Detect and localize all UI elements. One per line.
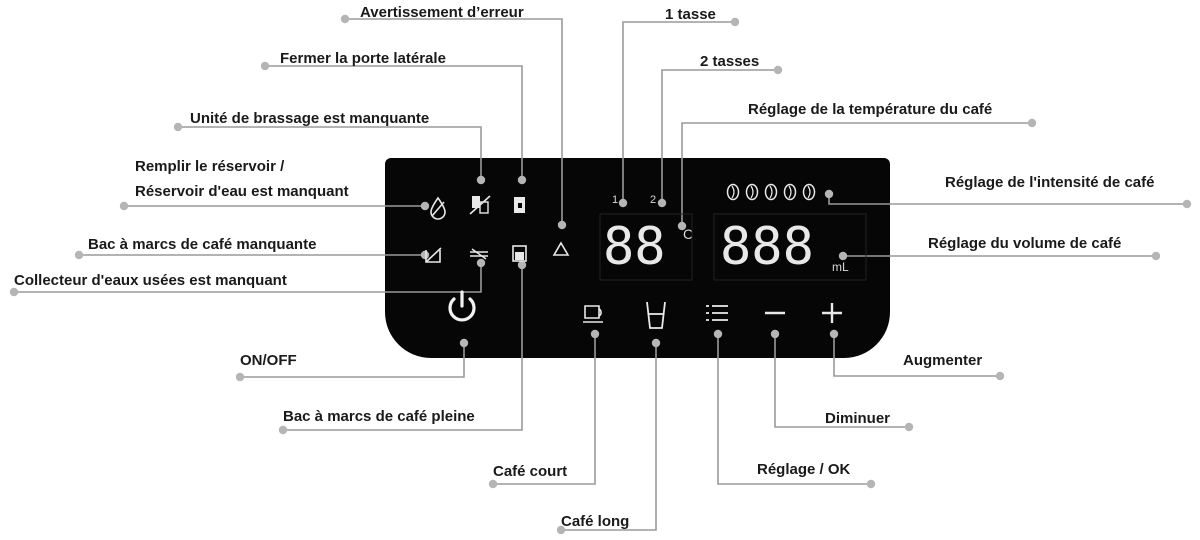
temperature-digits: 88 — [603, 217, 666, 277]
cup2-indicator: 2 — [650, 194, 657, 206]
label-increase: Augmenter — [903, 352, 983, 369]
leader-dot-decrease-end — [770, 329, 780, 339]
volume-digits: 888 — [720, 217, 814, 277]
leader-dot-grounds-tray-full-start — [278, 425, 288, 435]
leader-one-cup — [622, 21, 735, 203]
label-two-cups: 2 tasses — [700, 53, 760, 70]
leader-dot-grounds-tray-missing-end — [420, 250, 430, 260]
label-on-off: ON/OFF — [240, 352, 297, 369]
cup1-indicator: 1 — [612, 194, 619, 206]
volume-unit: mL — [832, 260, 849, 274]
label-decrease: Diminuer — [825, 410, 891, 427]
leader-error-warning — [345, 18, 563, 225]
leader-drip-tray-missing — [14, 263, 482, 293]
temperature-unit: C — [683, 226, 694, 242]
leader-dot-increase-start — [995, 371, 1005, 381]
leader-dot-error-warning-start — [340, 14, 350, 24]
label-error-warning: Avertissement d’erreur — [360, 4, 524, 21]
leader-dot-brew-unit-missing-end — [476, 175, 486, 185]
leader-increase — [833, 334, 1000, 377]
label-fill-tank-2: Réservoir d'eau est manquant — [135, 183, 349, 200]
leader-setting-ok — [717, 334, 871, 485]
leader-dot-error-warning-end — [557, 220, 567, 230]
leader-two-cups — [661, 69, 778, 203]
leader-dot-long-coffee-end — [651, 338, 661, 348]
leader-decrease — [774, 334, 909, 428]
leader-dot-two-cups-end — [657, 198, 667, 208]
label-short-coffee: Café court — [493, 463, 568, 480]
label-long-coffee: Café long — [561, 513, 630, 530]
leader-dot-setting-ok-start — [866, 479, 876, 489]
leader-dot-brew-unit-missing-start — [173, 122, 183, 132]
label-grounds-tray-full: Bac à marcs de café pleine — [283, 408, 475, 425]
label-setting-ok: Réglage / OK — [757, 461, 851, 478]
leader-grounds-tray-full — [283, 265, 523, 431]
leader-dot-on-off-end — [459, 338, 469, 348]
leader-dot-grounds-tray-missing-start — [74, 250, 84, 260]
label-intensity-setting: Réglage de l'intensité de café — [945, 174, 1155, 191]
leader-dot-volume-setting-start — [1151, 251, 1161, 261]
label-volume-setting: Réglage du volume de café — [928, 235, 1122, 252]
leader-dot-two-cups-start — [773, 65, 783, 75]
leader-dot-temperature-setting-start — [1027, 118, 1037, 128]
leader-dot-one-cup-end — [618, 198, 628, 208]
leader-temperature-setting — [681, 122, 1032, 226]
label-drip-tray-missing: Collecteur d'eaux usées est manquant — [14, 272, 287, 289]
leader-dot-drip-tray-missing-start — [9, 287, 19, 297]
leader-on-off — [240, 343, 465, 378]
leader-close-side-door — [265, 65, 523, 180]
label-brew-unit-missing: Unité de brassage est manquante — [190, 110, 430, 127]
leader-dot-short-coffee-start — [488, 479, 498, 489]
leader-dot-intensity-setting-start — [1182, 199, 1192, 209]
leader-dot-intensity-setting-end — [824, 189, 834, 199]
leader-brew-unit-missing — [178, 126, 482, 180]
leader-dot-fill-tank-start — [119, 201, 129, 211]
label-temperature-setting: Réglage de la température du café — [748, 101, 993, 118]
leader-dot-decrease-start — [904, 422, 914, 432]
leader-dot-long-coffee-start — [556, 525, 566, 535]
leader-dot-volume-setting-end — [838, 251, 848, 261]
leader-long-coffee — [561, 343, 657, 531]
leader-dot-drip-tray-missing-end — [476, 258, 486, 268]
leader-dot-close-side-door-start — [260, 61, 270, 71]
leader-dot-setting-ok-end — [713, 329, 723, 339]
label-close-side-door: Fermer la porte latérale — [280, 50, 446, 67]
leader-dot-close-side-door-end — [517, 175, 527, 185]
label-grounds-tray-missing: Bac à marcs de café manquante — [88, 236, 317, 253]
label-one-cup: 1 tasse — [665, 6, 716, 23]
leader-dot-on-off-start — [235, 372, 245, 382]
leader-intensity-setting — [828, 194, 1187, 205]
label-fill-tank-1: Remplir le réservoir / — [135, 158, 285, 175]
leader-dot-short-coffee-end — [590, 329, 600, 339]
leader-dot-fill-tank-end — [420, 201, 430, 211]
leader-dot-one-cup-start — [730, 17, 740, 27]
leader-dot-grounds-tray-full-end — [517, 260, 527, 270]
leader-dot-increase-end — [829, 329, 839, 339]
leader-short-coffee — [493, 334, 596, 485]
